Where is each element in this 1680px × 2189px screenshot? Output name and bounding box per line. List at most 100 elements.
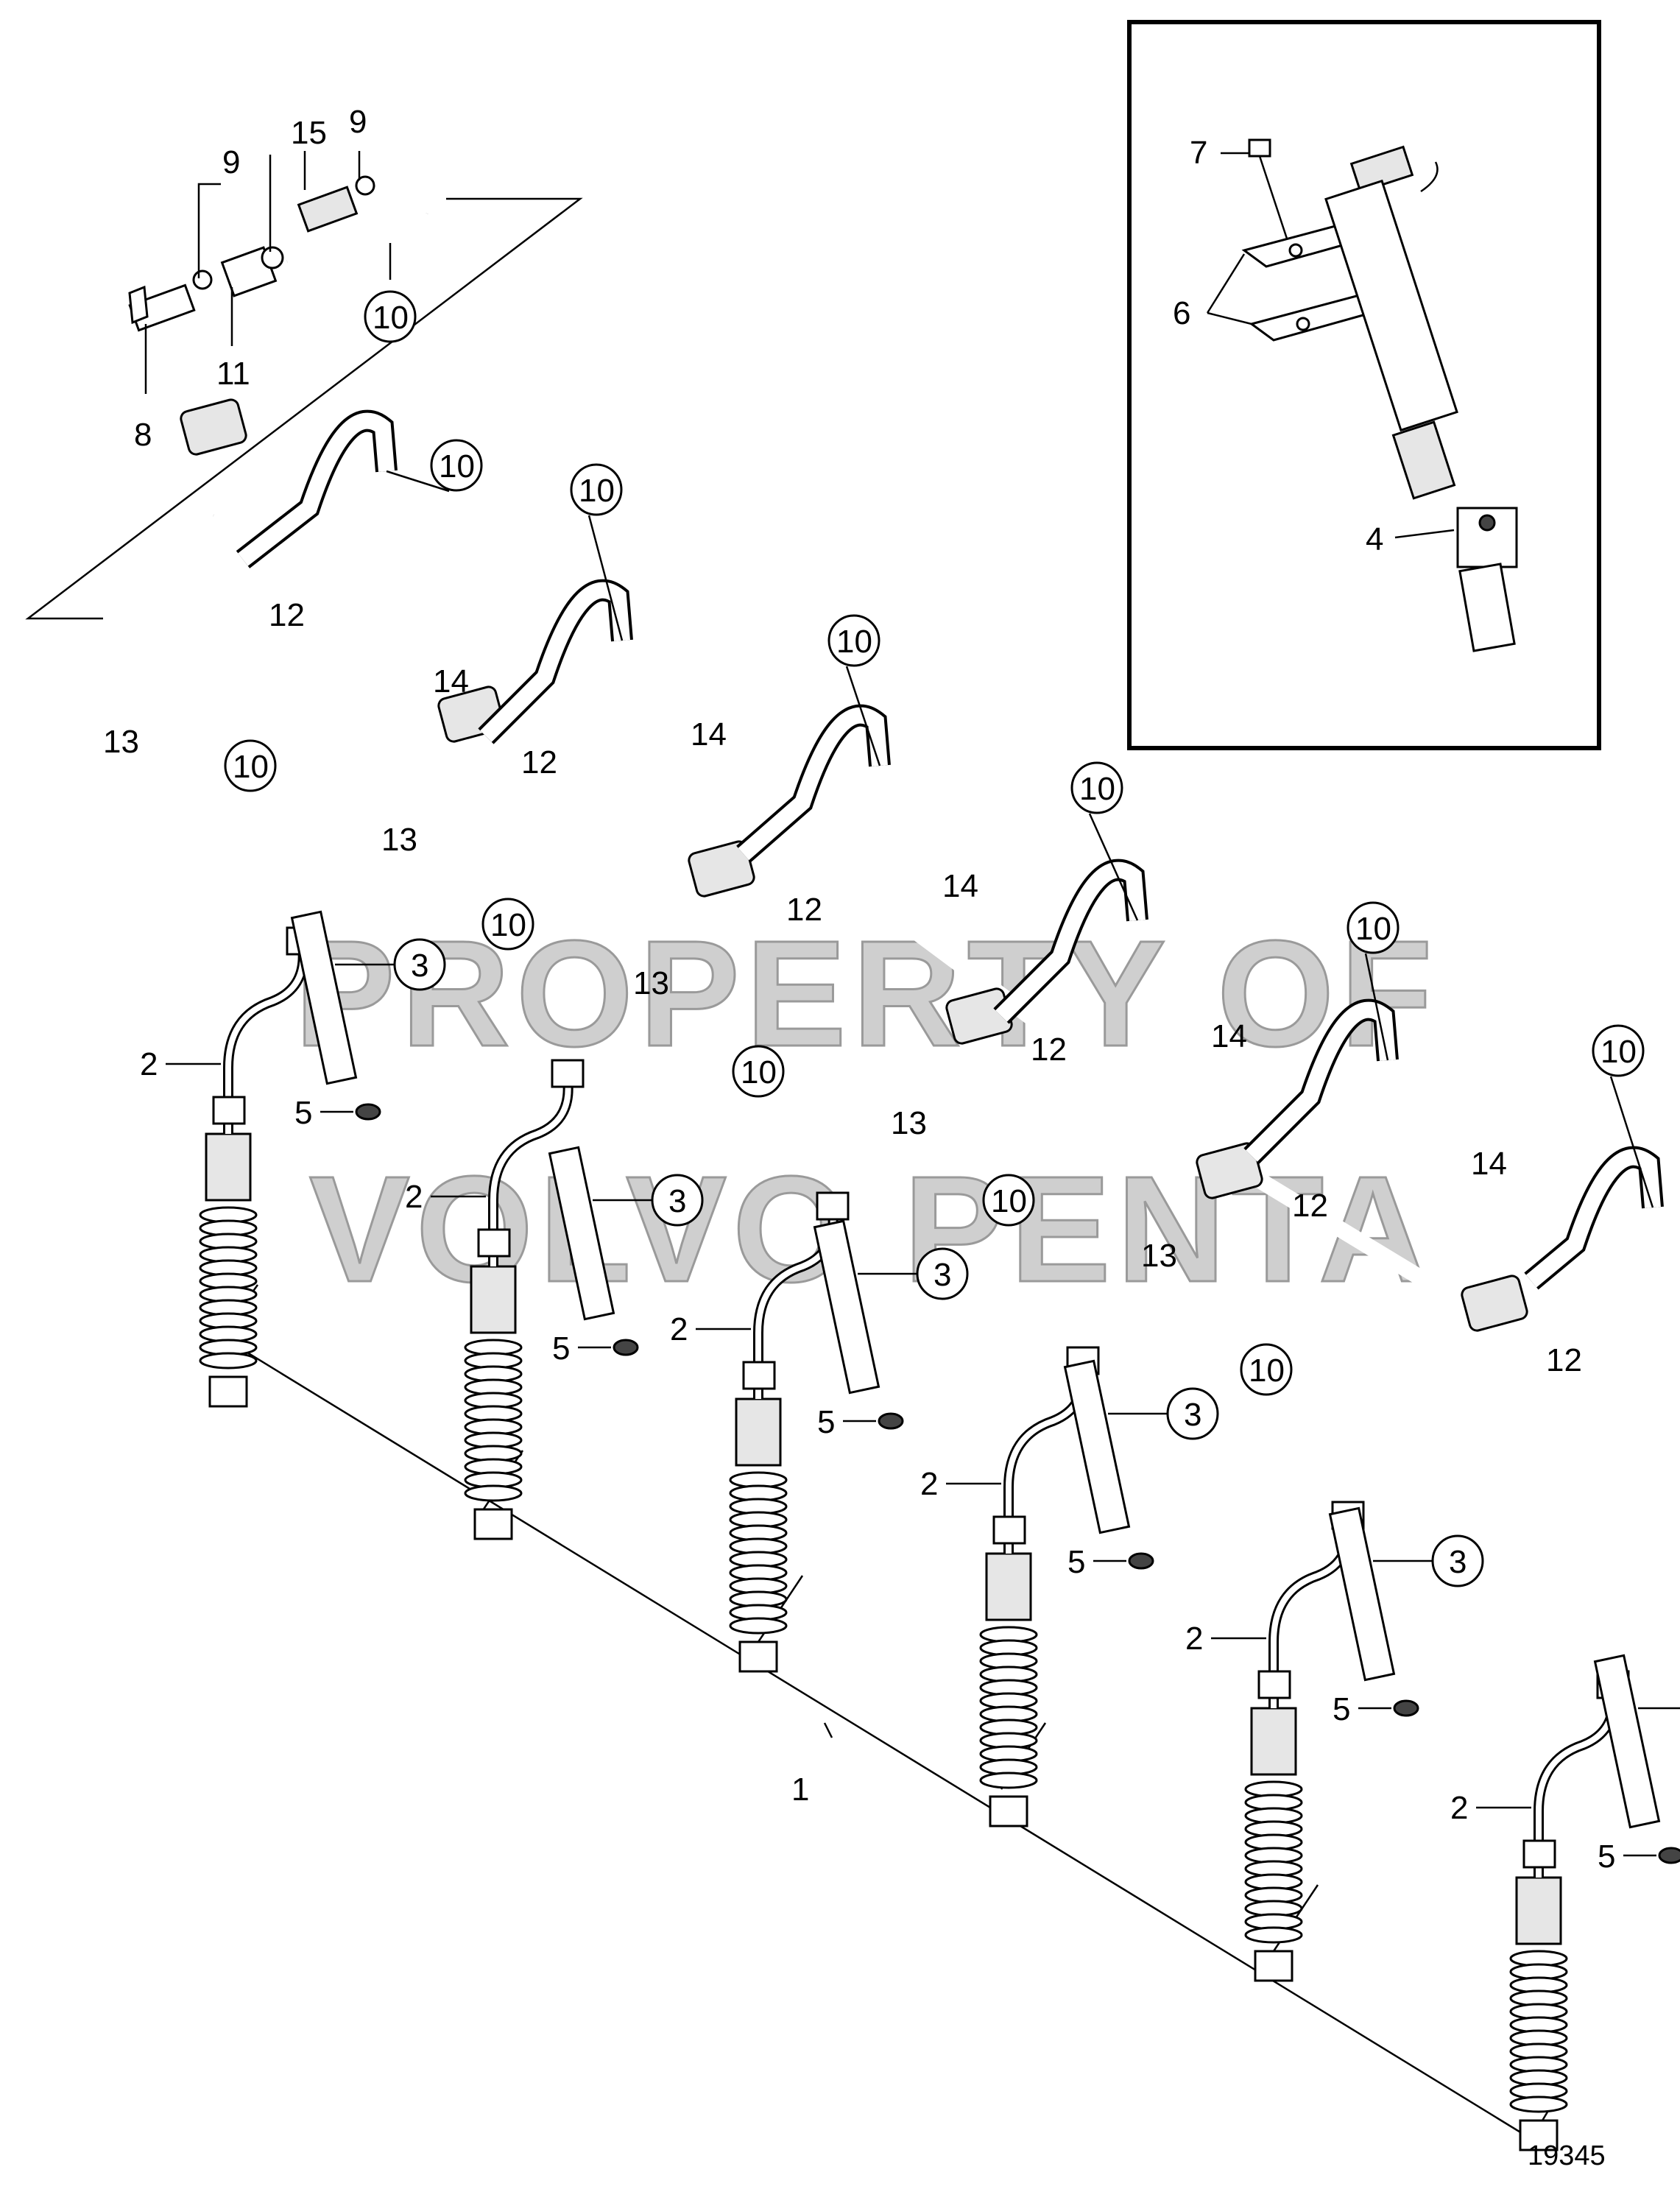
pipe-nut — [477, 1228, 511, 1258]
injector-3 — [548, 1146, 615, 1321]
callout-2-3: 2 — [670, 1311, 688, 1347]
detail-bracket — [25, 197, 583, 620]
watermark: PROPERTY OF VOLVO PENTA — [294, 909, 1434, 1315]
hose-group-3: 10 10 — [688, 614, 891, 1098]
washer-5 — [1658, 1847, 1680, 1864]
callout-14c: 14 — [942, 868, 978, 904]
callout-3-3: 3 — [933, 1257, 951, 1293]
callout-3-ring — [1166, 1387, 1219, 1440]
callout-10-pipe-2-ring — [481, 898, 534, 951]
callout-3-5: 3 — [1449, 1544, 1467, 1580]
callout-12f: 12 — [1546, 1342, 1582, 1378]
callout-5-5: 5 — [1333, 1691, 1350, 1727]
pump-base — [208, 1375, 248, 1408]
callout-5-4: 5 — [1067, 1544, 1085, 1580]
callout-10-pipe-3: 10 — [741, 1054, 777, 1090]
callout-12c: 12 — [786, 892, 822, 928]
callout-12b: 12 — [521, 744, 557, 780]
callout-10-hose-4: 10 — [1079, 771, 1115, 807]
callout-13a: 13 — [103, 724, 139, 760]
callout-3-4: 3 — [1184, 1397, 1201, 1433]
delivery-pipe-2-fill — [490, 1074, 571, 1266]
washer-5 — [355, 1103, 381, 1121]
callout-10-pipe-1: 10 — [233, 749, 269, 785]
callout-9a: 9 — [222, 144, 240, 180]
callout-7: 7 — [1190, 135, 1207, 171]
u-hose-fill — [995, 861, 1146, 1022]
spring-coil — [1244, 1926, 1303, 1944]
spring-coil — [464, 1484, 523, 1502]
washer-5 — [1393, 1699, 1419, 1717]
spring-coil — [729, 1617, 788, 1635]
pipe-nut — [1522, 1839, 1556, 1869]
callout-2-1: 2 — [140, 1046, 158, 1082]
callout-12a: 12 — [269, 597, 305, 633]
pump-head — [735, 1397, 782, 1467]
u-hose-fill — [1525, 1149, 1661, 1288]
callout-3-1: 3 — [411, 948, 428, 984]
leader — [845, 666, 881, 766]
callout-3-ring — [651, 1174, 704, 1227]
callout-10-pipe-5: 10 — [1249, 1353, 1285, 1389]
callout-14a: 14 — [433, 663, 469, 699]
callout-10-hose-3: 10 — [836, 624, 872, 660]
bracket-14 — [1461, 1275, 1528, 1332]
pipe-nut — [816, 1191, 850, 1221]
pump-head — [470, 1265, 517, 1334]
injector-unit-1: 2 3 5 — [140, 910, 446, 1408]
callout-10-hose-1-ring — [430, 439, 483, 492]
callout-10-pipe-3-ring — [732, 1045, 785, 1098]
bolt-7 — [1248, 138, 1290, 244]
callout-13c: 13 — [633, 965, 669, 1001]
spring-coil — [979, 1772, 1038, 1789]
callout-10-pipe-1-ring — [224, 739, 277, 792]
banjo-detail: 8 11 9 15 9 10 — [25, 104, 583, 620]
callout-6: 6 — [1173, 295, 1190, 331]
leader — [1088, 813, 1139, 921]
leader — [1609, 1076, 1654, 1208]
injector-unit-6: 235 — [1450, 1654, 1680, 2151]
callout-10-hose-3-ring — [827, 614, 880, 667]
inset-frame — [1127, 20, 1601, 750]
injector-unit-3: 2 3 5 — [670, 1191, 969, 1673]
callouts: 13 12 14 12 13 14 12 13 14 12 13 14 12 1… — [103, 597, 1582, 1378]
pump-base — [989, 1795, 1028, 1827]
callout-10-hose-2: 10 — [579, 473, 615, 509]
pipe-nut — [742, 1361, 776, 1390]
inset-injector — [1324, 145, 1458, 500]
injector-3 — [290, 910, 358, 1085]
callout-5-1: 5 — [294, 1095, 312, 1131]
pipe-nut — [1257, 1670, 1291, 1699]
leader — [587, 515, 624, 641]
pipe-nut — [551, 1059, 585, 1088]
callout-8: 8 — [134, 417, 152, 453]
callout-10-hose-2-ring — [570, 463, 623, 516]
callout-12e: 12 — [1292, 1188, 1328, 1224]
callout-5-3: 5 — [817, 1404, 835, 1440]
injector-3 — [1063, 1359, 1131, 1534]
washer-5 — [613, 1339, 639, 1356]
pump-base — [1519, 2119, 1559, 2151]
callout-10-pipe-5-ring — [1240, 1343, 1293, 1396]
pump-head — [1515, 1876, 1562, 1945]
callout-10-hose-6-ring — [1592, 1024, 1645, 1077]
callout-10-pipe-4: 10 — [991, 1183, 1027, 1219]
callout-2-2: 2 — [405, 1179, 423, 1215]
washer-5 — [1128, 1552, 1154, 1570]
inset-detail: 7 6 4 — [1127, 20, 1601, 750]
callout-3-ring — [1431, 1534, 1484, 1587]
injector-unit-4: 235 — [920, 1346, 1219, 1827]
callout-3-ring — [916, 1247, 969, 1300]
callout-10-top: 10 — [373, 300, 409, 336]
pump-head — [985, 1552, 1032, 1621]
leader — [386, 470, 450, 493]
callout-3-2: 3 — [668, 1183, 686, 1219]
pump-head — [205, 1132, 252, 1202]
pump-base — [473, 1508, 513, 1540]
callout-14b: 14 — [691, 716, 727, 752]
